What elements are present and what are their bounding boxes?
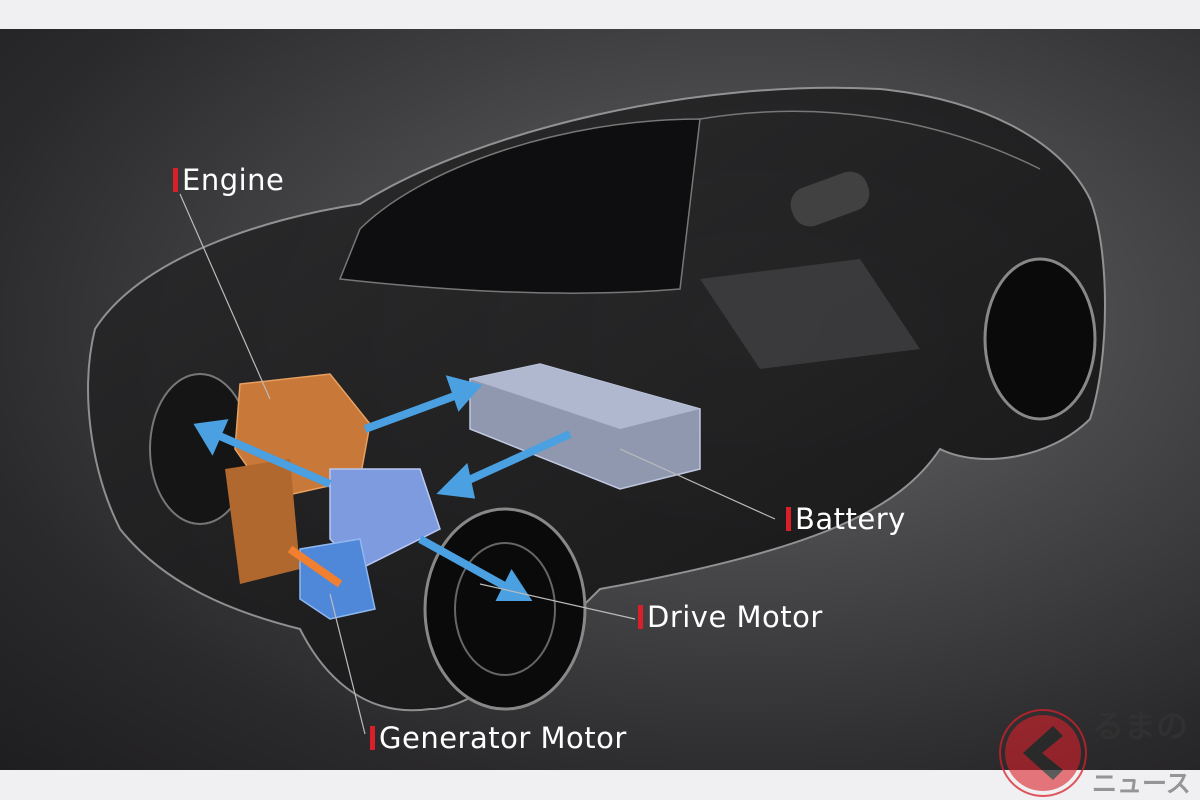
energy-flow-arrows <box>193 375 572 601</box>
label-marker <box>370 726 375 750</box>
watermark-text-line1: るまの <box>1092 707 1189 745</box>
label-marker <box>638 605 643 629</box>
watermark-text-block: るまの ニュース <box>1092 706 1200 800</box>
battery-pack <box>469 363 701 490</box>
engine-label: Engine <box>173 163 284 197</box>
drive-motor-label: Drive Motor <box>638 600 823 634</box>
battery-label-text: Battery <box>795 502 906 536</box>
roof-line <box>699 110 1041 170</box>
battery-label: Battery <box>786 502 906 536</box>
rear-muffler <box>790 171 870 227</box>
rear-wheel <box>983 257 1097 421</box>
generator-motor-label-text: Generator Motor <box>379 721 627 755</box>
drive-motor-label-text: Drive Motor <box>647 600 823 634</box>
car-powertrain-illustration <box>87 86 1106 735</box>
generator-motor-label: Generator Motor <box>370 721 627 755</box>
front-wheel <box>423 507 587 711</box>
label-marker <box>786 507 791 531</box>
engine-label-text: Engine <box>182 163 285 197</box>
exhaust-muffler <box>700 259 920 369</box>
label-marker <box>173 168 178 192</box>
kurumanonews-watermark: るまの ニュース <box>998 706 1200 800</box>
windshield <box>338 118 701 294</box>
logo-icon <box>999 709 1087 797</box>
leader-lines <box>179 193 776 735</box>
generator-arrow <box>287 545 343 588</box>
diagram-panel <box>0 29 1200 770</box>
watermark-text-line2: ニュース <box>1092 769 1191 798</box>
